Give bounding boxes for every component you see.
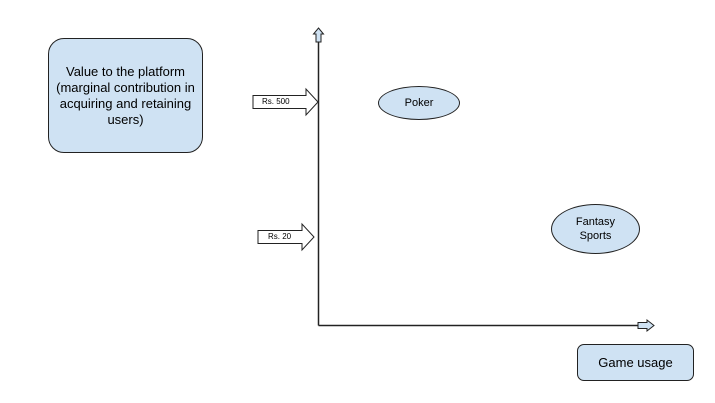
y-axis-label: Value to the platform (marginal contribu… bbox=[56, 63, 195, 127]
marker-label-500: Rs. 500 bbox=[262, 97, 290, 106]
marker-arrow-20 bbox=[257, 222, 315, 252]
fantasy-sports-label: Fantasy Sports bbox=[575, 216, 616, 242]
poker-node: Poker bbox=[378, 86, 460, 120]
x-axis-label-box: Game usage bbox=[577, 344, 694, 381]
y-axis-label-box: Value to the platform (marginal contribu… bbox=[48, 38, 203, 153]
x-axis-arrow-icon bbox=[637, 318, 655, 333]
x-axis-label: Game usage bbox=[598, 355, 673, 370]
marker-label-20: Rs. 20 bbox=[268, 232, 292, 241]
fantasy-sports-node: Fantasy Sports bbox=[551, 204, 640, 254]
y-axis-arrow-icon bbox=[312, 27, 325, 43]
marker-arrow-500 bbox=[252, 87, 319, 117]
poker-label: Poker bbox=[404, 97, 434, 109]
